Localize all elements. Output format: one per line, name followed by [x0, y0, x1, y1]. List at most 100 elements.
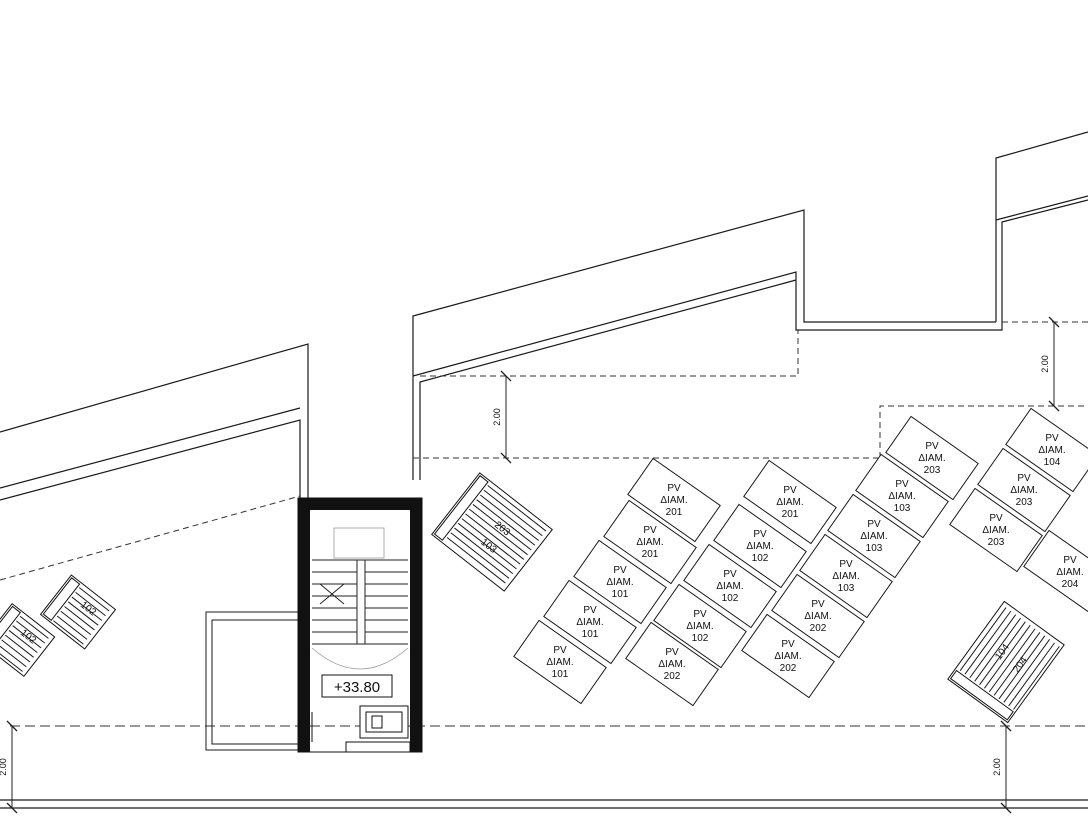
pv-prefix: PV [989, 513, 1003, 524]
pv-abbrev: ΔIAM. [832, 571, 859, 582]
pv-prefix: PV [925, 441, 939, 452]
pv-panel-number: 202 [664, 671, 681, 682]
pv-panel-number: 104 [1044, 457, 1061, 468]
pv-panel-number: 101 [582, 629, 599, 640]
pv-prefix: PV [667, 483, 681, 494]
pv-panel-number: 202 [780, 663, 797, 674]
pv-prefix: PV [783, 485, 797, 496]
pv-prefix: PV [781, 639, 795, 650]
pv-prefix: PV [583, 605, 597, 616]
hatch-lines [446, 485, 547, 584]
pv-abbrev: ΔIAM. [918, 453, 945, 464]
pv-panel-number: 103 [894, 503, 911, 514]
pv-prefix: PV [753, 529, 767, 540]
pv-abbrev: ΔIAM. [576, 617, 603, 628]
pv-prefix: PV [839, 559, 853, 570]
roof-box [205, 611, 303, 751]
pv-prefix: PV [895, 479, 909, 490]
pv-abbrev: ΔIAM. [658, 659, 685, 670]
pv-abbrev: ΔIAM. [1010, 485, 1037, 496]
pv-panel-number: 102 [722, 593, 739, 604]
pv-panel-number: 201 [666, 507, 683, 518]
pv-abbrev: ΔIAM. [1056, 567, 1083, 578]
pv-abbrev: ΔIAM. [982, 525, 1009, 536]
pv-panel-number: 201 [782, 509, 799, 520]
pv-panel-number: 202 [810, 623, 827, 634]
pv-abbrev: ΔIAM. [776, 497, 803, 508]
pv-abbrev: ΔIAM. [716, 581, 743, 592]
pv-abbrev: ΔIAM. [860, 531, 887, 542]
pv-abbrev: ΔIAM. [804, 611, 831, 622]
pv-panel-number: 101 [552, 669, 569, 680]
pv-abbrev: ΔIAM. [660, 495, 687, 506]
pv-abbrev: ΔIAM. [746, 541, 773, 552]
pv-panel-number: 102 [692, 633, 709, 644]
pv-group-a: PVΔIAM.101PVΔIAM.101PVΔIAM.101PVΔIAM.201… [513, 457, 721, 705]
dimension-text: 2.00 [0, 758, 8, 776]
hatch-lines [53, 587, 110, 645]
pv-abbrev: ΔIAM. [888, 491, 915, 502]
pv-abbrev: ΔIAM. [774, 651, 801, 662]
dimension-marker-2: 2.00 [1040, 316, 1060, 412]
pv-array-left-1: 102 [0, 602, 56, 678]
pv-panel-number: 101 [612, 589, 629, 600]
dimension-text: 2.00 [992, 758, 1002, 776]
pv-prefix: PV [643, 525, 657, 536]
pv-prefix: PV [665, 647, 679, 658]
pv-prefix: PV [553, 645, 567, 656]
pv-panel-number: 103 [838, 583, 855, 594]
pv-panel-number: 102 [752, 553, 769, 564]
pv-panel-number: 103 [866, 543, 883, 554]
pv-abbrev: ΔIAM. [1038, 445, 1065, 456]
dimension-marker-1: 2.00 [492, 370, 512, 464]
pv-group-c: PVΔIAM.202PVΔIAM.202PVΔIAM.103PVΔIAM.103… [741, 415, 979, 699]
pv-panel-number: 203 [924, 465, 941, 476]
level-label: +33.80 [334, 679, 380, 696]
pv-prefix: PV [693, 609, 707, 620]
hatch-lines [0, 615, 49, 672]
pv-prefix: PV [723, 569, 737, 580]
stair-treads [312, 559, 408, 645]
pv-prefix: PV [811, 599, 825, 610]
roof-walls [0, 131, 1088, 809]
dimension-marker-4: 2.00 [992, 720, 1012, 814]
pv-abbrev: ΔIAM. [686, 621, 713, 632]
pv-abbrev: ΔIAM. [546, 657, 573, 668]
pv-abbrev: ΔIAM. [636, 537, 663, 548]
pv-panels: PVΔIAM.101PVΔIAM.101PVΔIAM.101PVΔIAM.201… [513, 407, 1088, 707]
pv-prefix: PV [1045, 433, 1059, 444]
pv-prefix: PV [867, 519, 881, 530]
dimension-marker-3: 2.00 [0, 720, 18, 814]
hatch-lines [959, 607, 1060, 710]
setback-lines [0, 321, 1088, 727]
dimension-text: 2.00 [492, 408, 502, 426]
pv-panel-number: 203 [1016, 497, 1033, 508]
stair-core: +33.80 [297, 497, 423, 753]
pv-panel-number: 203 [988, 537, 1005, 548]
water-heater-icon [359, 705, 409, 739]
